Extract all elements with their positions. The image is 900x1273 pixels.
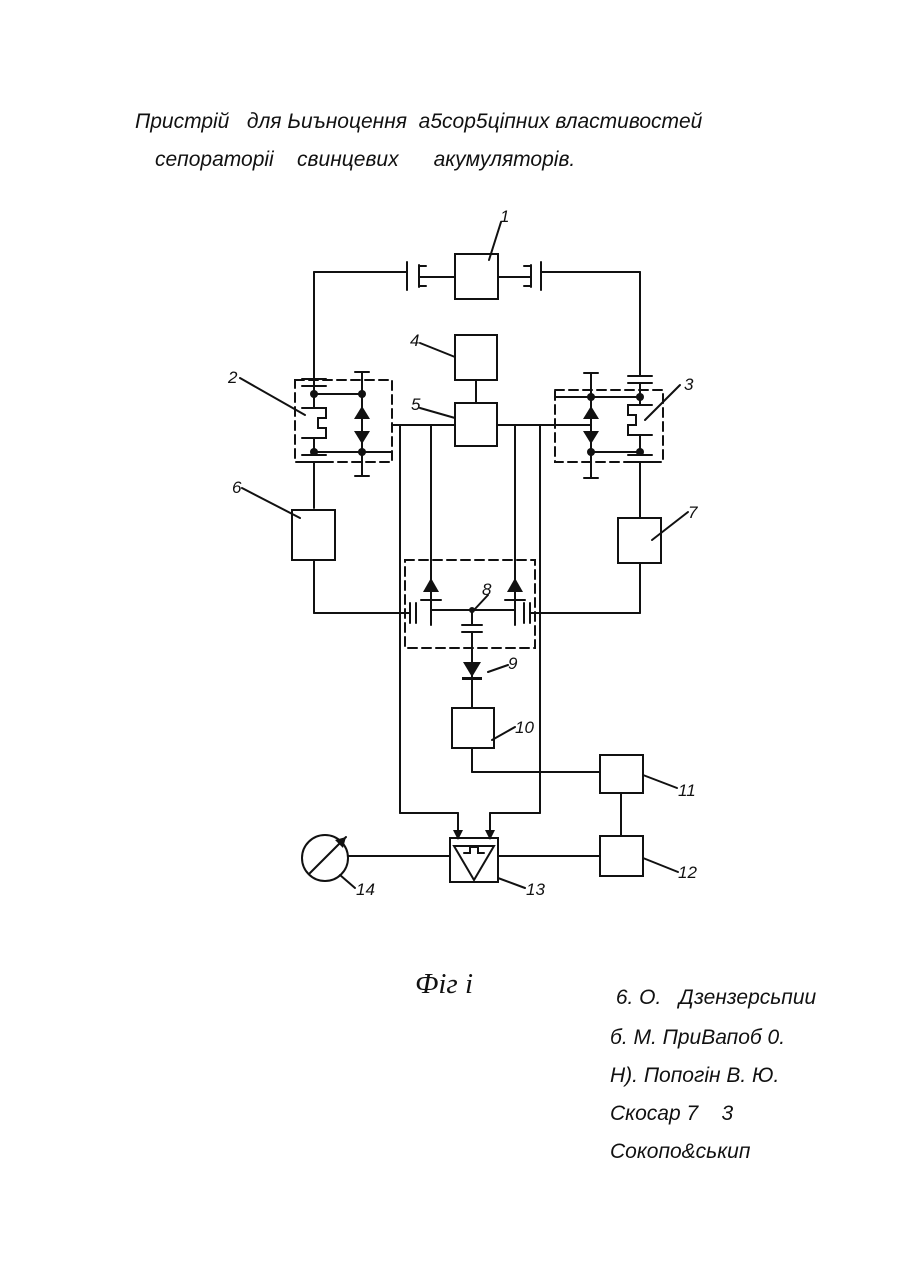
label-8: 8 (482, 580, 492, 599)
unit-2-dashed-box (295, 380, 392, 462)
author-line: Н). Попогін В. Ю. (610, 1064, 779, 1088)
block-10 (452, 708, 494, 748)
block-12 (600, 836, 643, 876)
author-line: 6. О. Дзензерсьпии (610, 986, 816, 1010)
author-line: Сокопо&ськип (610, 1140, 750, 1164)
diode-icon (354, 406, 370, 419)
label-5: 5 (411, 395, 421, 414)
label-7: 7 (688, 503, 698, 522)
block-11 (600, 755, 643, 793)
diode-icon (354, 431, 370, 444)
block-13 (450, 838, 498, 882)
label-1: 1 (500, 207, 509, 226)
label-10: 10 (515, 718, 534, 737)
cell-3 (628, 405, 652, 435)
label-4: 4 (410, 331, 419, 350)
block-5 (455, 403, 497, 446)
block-7 (618, 518, 661, 563)
author-line: Скосар 7 3 (610, 1102, 733, 1126)
diode-icon (583, 431, 599, 444)
diode-icon (423, 578, 439, 592)
cell-2 (302, 408, 326, 438)
label-3: 3 (684, 375, 694, 394)
label-6: 6 (232, 478, 242, 497)
label-9: 9 (508, 654, 518, 673)
block-4 (455, 335, 497, 380)
label-13: 13 (526, 880, 545, 899)
label-14: 14 (356, 880, 375, 899)
label-12: 12 (678, 863, 697, 882)
author-line: б. М. ПриВапоб 0. (610, 1026, 785, 1050)
diode-icon (583, 406, 599, 419)
label-11: 11 (678, 781, 696, 800)
diode-icon (507, 578, 523, 592)
block-1 (455, 254, 498, 299)
label-2: 2 (227, 368, 238, 387)
figure-caption: Фіг і (415, 968, 473, 1001)
diode-9-icon (463, 662, 481, 677)
